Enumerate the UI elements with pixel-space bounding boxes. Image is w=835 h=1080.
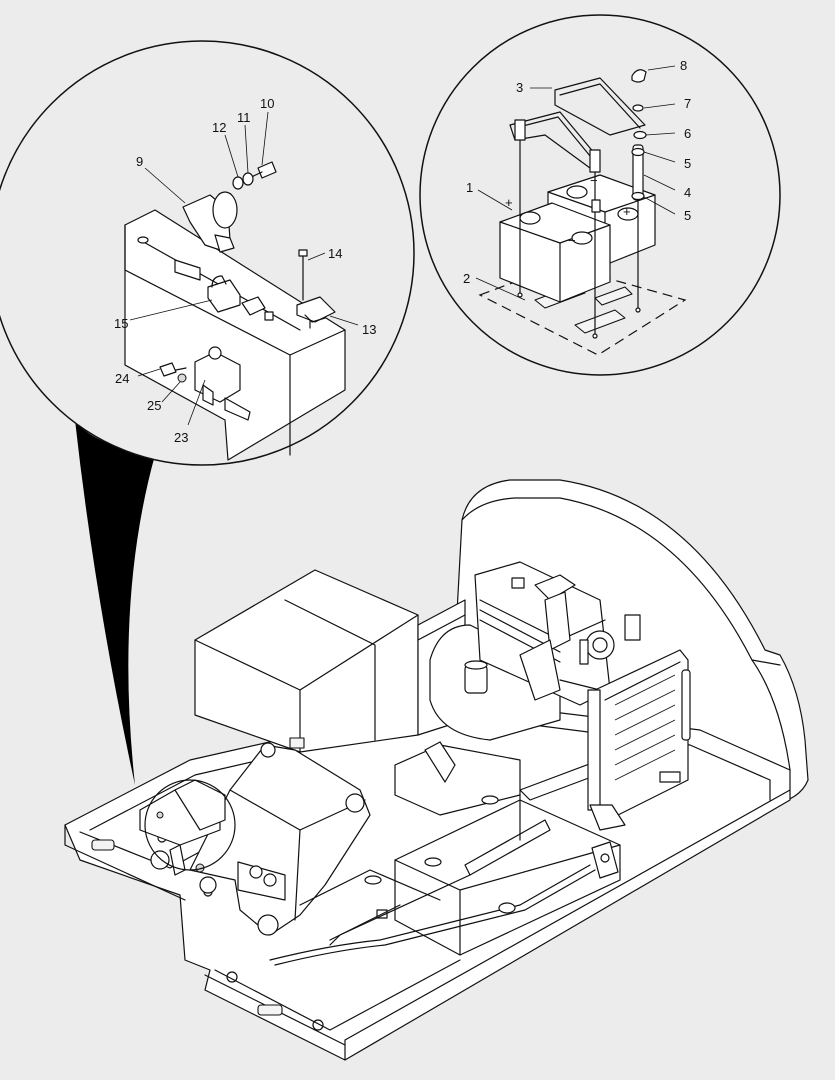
callout-5b: 5 xyxy=(684,208,691,223)
battery-front xyxy=(499,202,611,303)
callout-6: 6 xyxy=(684,126,691,141)
callout-10: 10 xyxy=(260,96,274,111)
terminal-positive-mark: + xyxy=(623,204,631,219)
hold-down-bracket xyxy=(554,77,646,136)
engine xyxy=(474,561,641,706)
callout-1: 1 xyxy=(466,180,473,195)
hose-routing xyxy=(269,841,619,966)
callout-14: 14 xyxy=(328,246,342,261)
callout-7: 7 xyxy=(684,96,691,111)
terminal-negative-mark: − xyxy=(568,233,576,248)
battery-relay xyxy=(182,191,238,253)
radiator xyxy=(587,649,691,831)
callout-3: 3 xyxy=(516,80,523,95)
relay-detail-circle: 9 10 11 12 13 14 15 23 24 25 xyxy=(0,40,415,466)
callout-9: 9 xyxy=(136,154,143,169)
terminal-negative-mark: − xyxy=(590,173,598,188)
callout-4: 4 xyxy=(684,185,691,200)
callout-11: 11 xyxy=(237,110,251,125)
detail-leader-sweep xyxy=(75,420,155,785)
callout-24: 24 xyxy=(115,371,129,386)
detail-magnifier-ring xyxy=(144,779,236,871)
tank-block xyxy=(194,569,419,753)
callout-13: 13 xyxy=(362,322,376,337)
battery-detail-circle: + + − − 1 2 xyxy=(419,14,781,376)
callout-15: 15 xyxy=(114,316,128,331)
callout-2: 2 xyxy=(463,271,470,286)
relay-mount-area xyxy=(139,779,236,876)
terminal-positive-mark: + xyxy=(505,195,513,210)
callout-23: 23 xyxy=(174,430,188,445)
center-platform xyxy=(299,741,621,956)
callout-12: 12 xyxy=(212,120,226,135)
callout-8: 8 xyxy=(680,58,687,73)
callout-25: 25 xyxy=(147,398,161,413)
callout-5a: 5 xyxy=(684,156,691,171)
boom-bracket xyxy=(189,742,371,936)
